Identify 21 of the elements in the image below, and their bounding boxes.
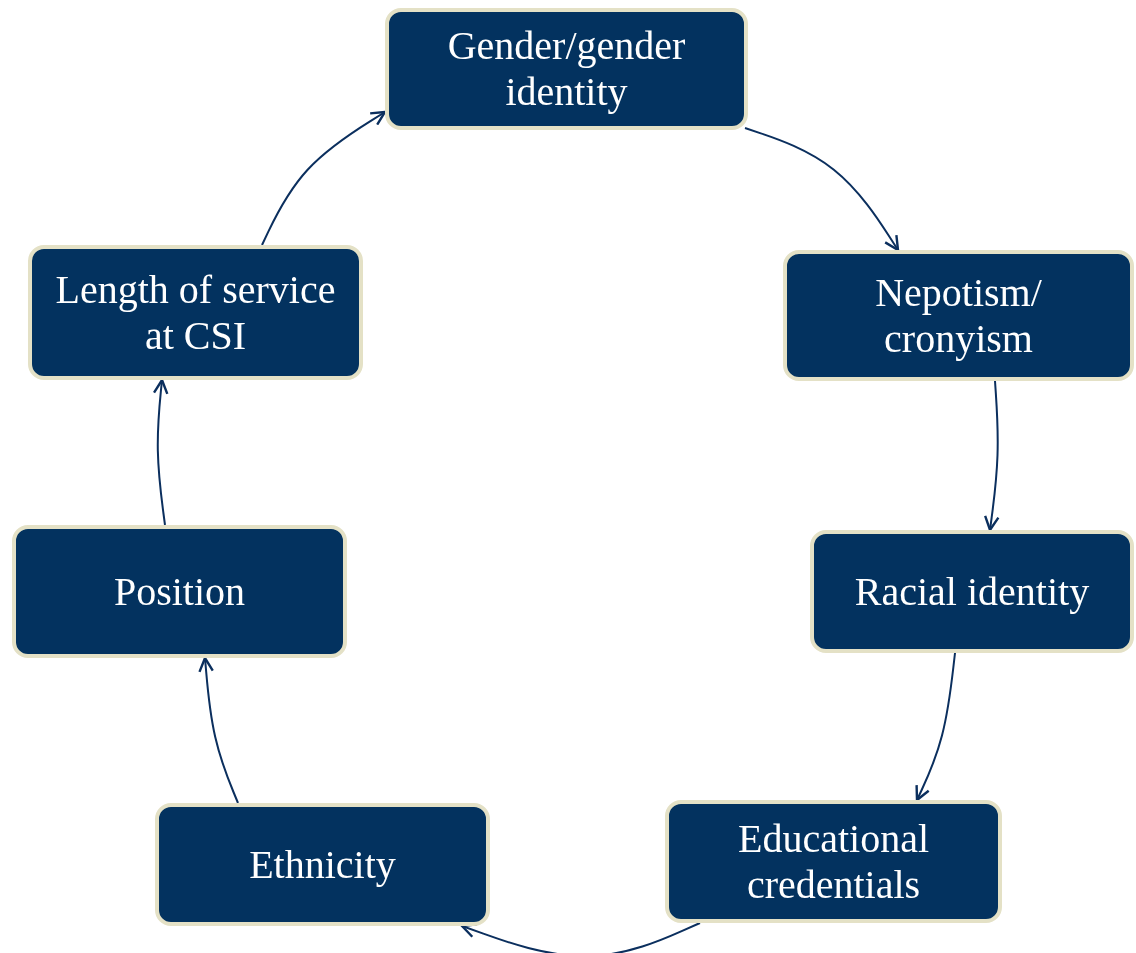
process-box: [385, 8, 748, 130]
arrow: [744, 127, 900, 252]
process-box: [783, 250, 1134, 381]
arrow: [460, 922, 701, 953]
arrow: [198, 656, 239, 804]
arrow: [152, 378, 169, 526]
arrow: [983, 380, 1000, 532]
box-label: Gender/gender identity: [446, 23, 687, 115]
box-label: Educational credentials: [736, 815, 930, 908]
arrow: [261, 110, 387, 246]
box-label: Nepotism/ cronyism: [874, 269, 1043, 362]
process-box: [28, 245, 363, 380]
process-box: [665, 800, 1002, 923]
box-label: Ethnicity: [249, 841, 396, 888]
box-label: Length of service at CSI: [54, 266, 337, 359]
arrow: [915, 652, 956, 802]
process-box: [12, 525, 347, 658]
box-label: Position: [113, 568, 246, 615]
box-label: Racial identity: [854, 568, 1090, 615]
process-box: [155, 803, 490, 926]
process-box: [810, 530, 1134, 653]
